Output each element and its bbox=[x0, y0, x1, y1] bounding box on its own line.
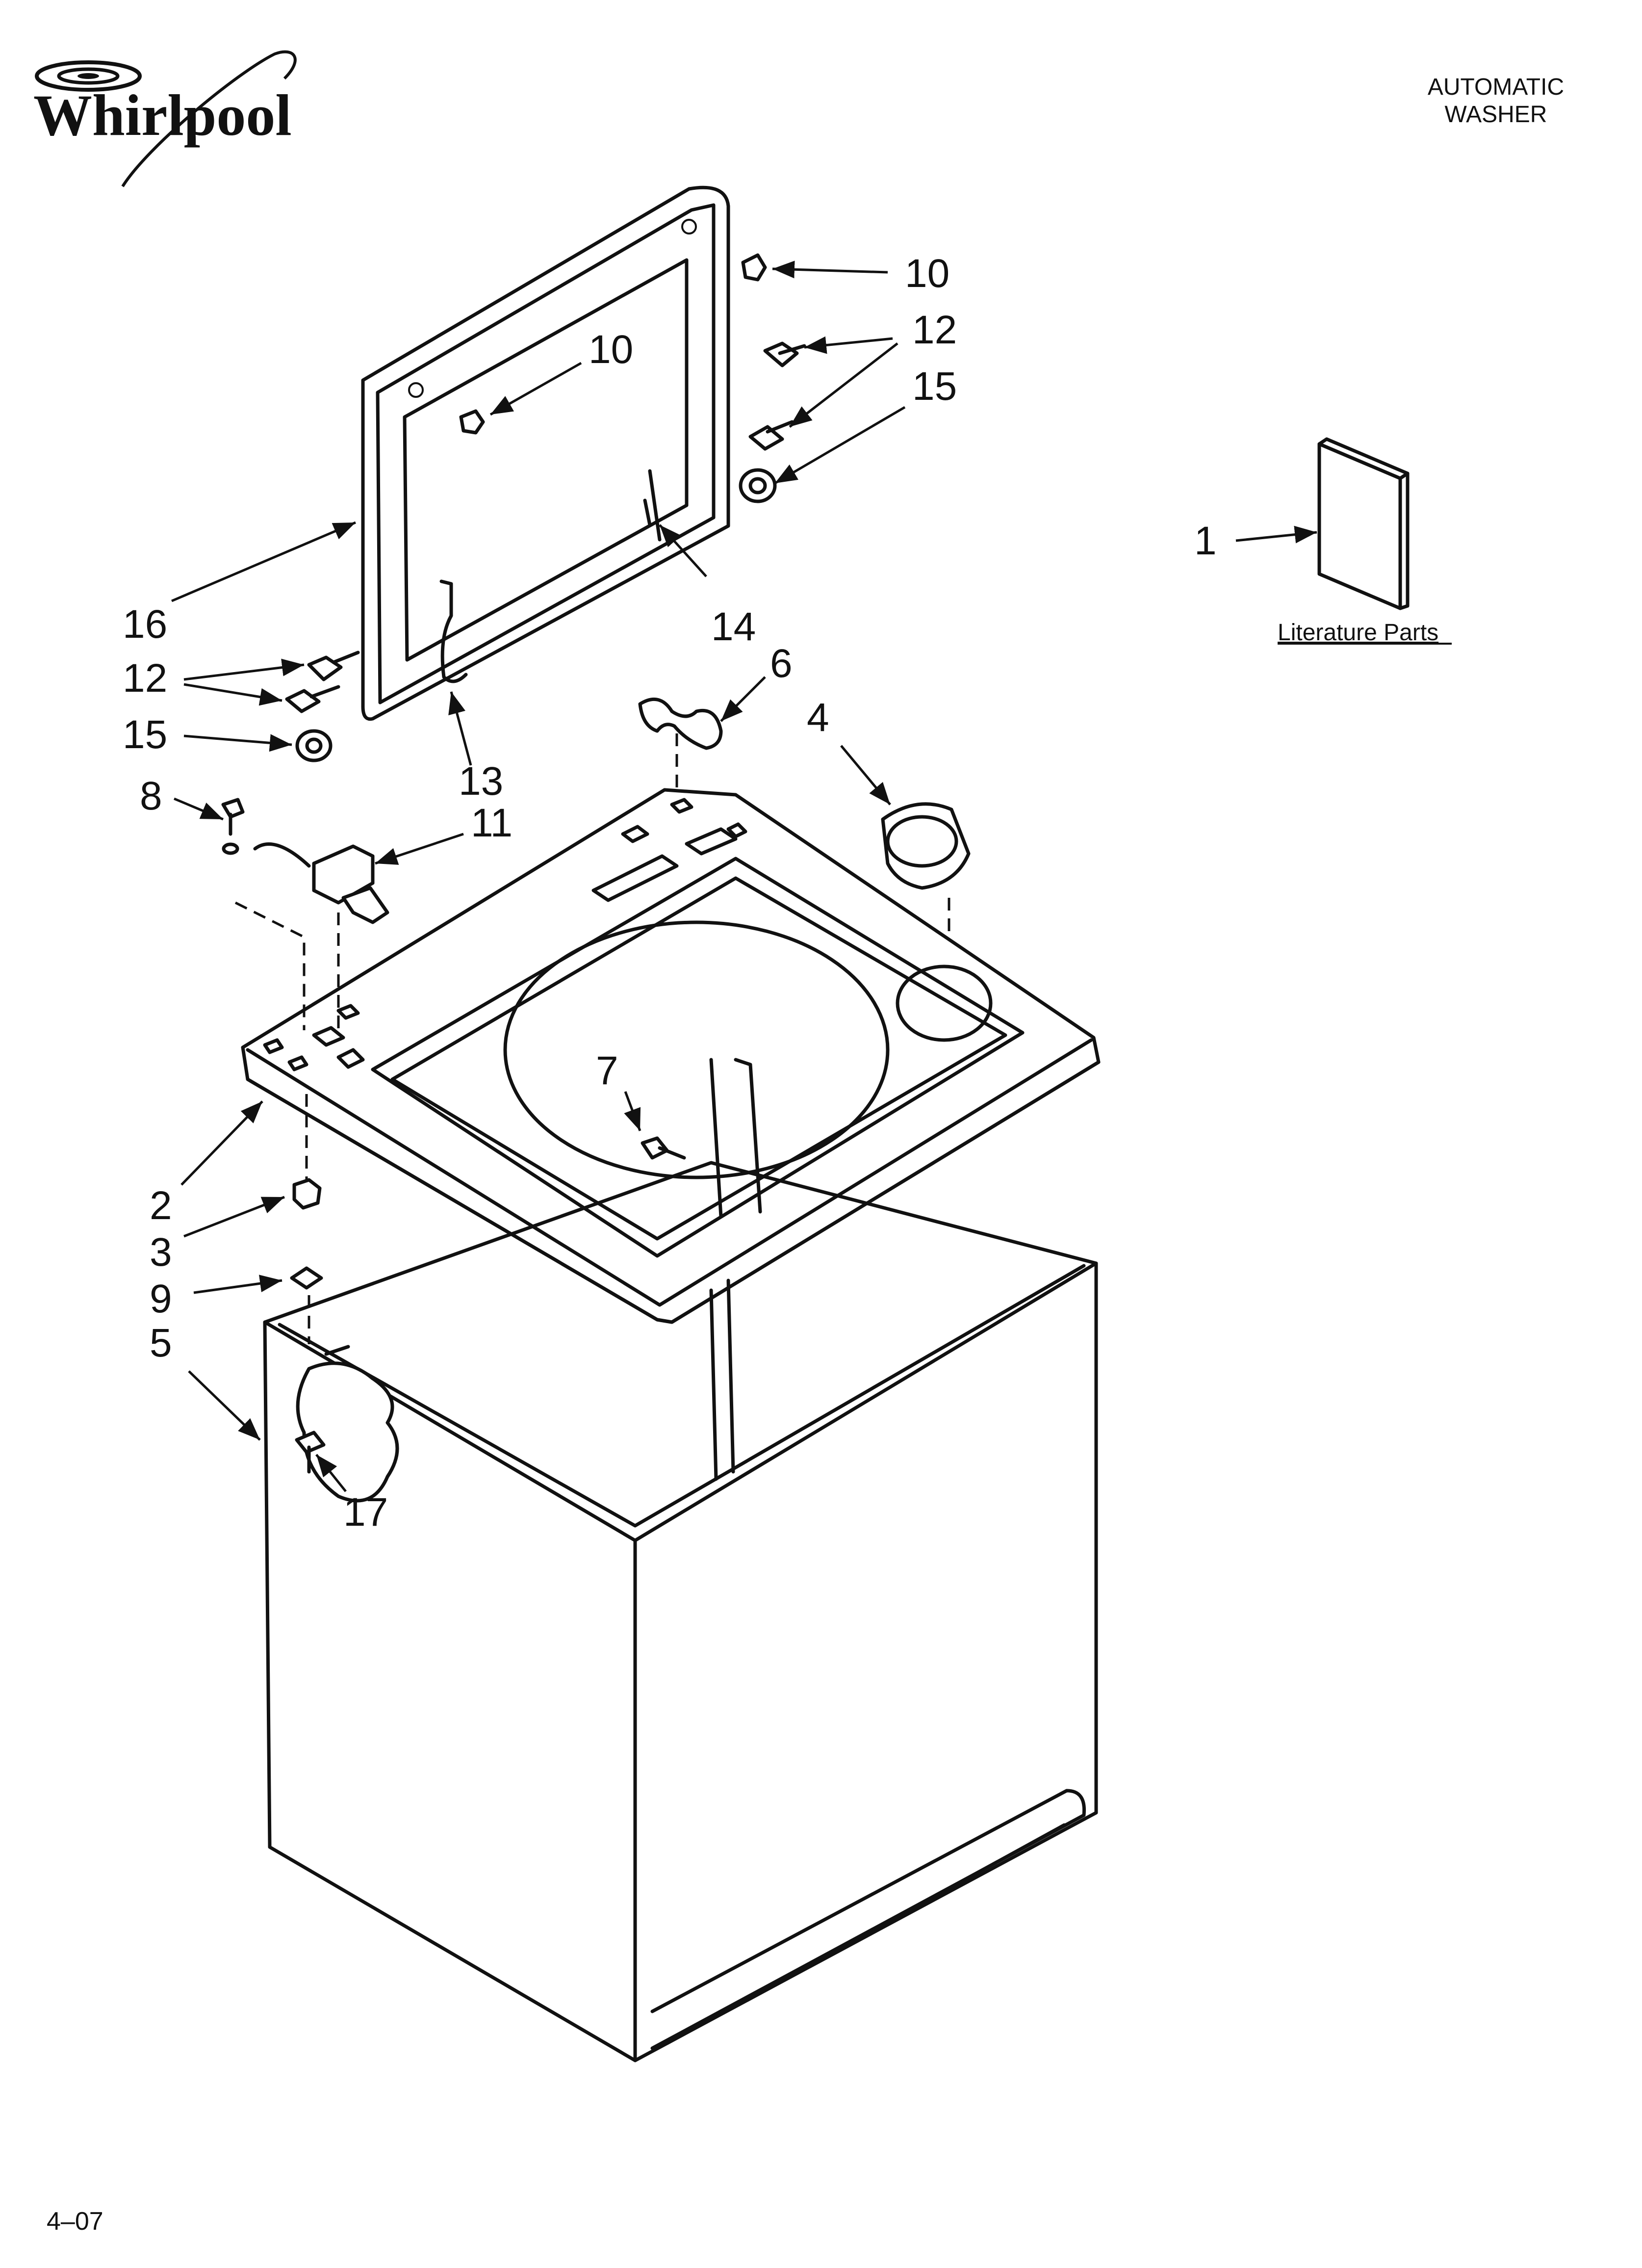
literature-booklet bbox=[1317, 437, 1410, 610]
screw-10-lower bbox=[459, 409, 485, 435]
callout-7: 7 bbox=[596, 1048, 618, 1093]
bumper-15-left bbox=[295, 729, 333, 762]
screw-12-left-lower bbox=[285, 685, 340, 713]
screw-12-lower-right bbox=[748, 420, 794, 451]
clip-9 bbox=[290, 1266, 323, 1344]
header-line-1: AUTOMATIC bbox=[1427, 74, 1565, 100]
callout-4: 4 bbox=[807, 695, 829, 740]
header-line-2: WASHER bbox=[1444, 102, 1547, 128]
leader-lines bbox=[171, 261, 1317, 1492]
screw-8 bbox=[221, 798, 245, 855]
nut-3 bbox=[292, 1094, 322, 1210]
callout-11: 11 bbox=[471, 801, 513, 845]
callout-6: 6 bbox=[770, 641, 793, 686]
whirlpool-logo: Whirlpool bbox=[33, 50, 297, 187]
callout-14: 14 bbox=[711, 604, 756, 649]
screw-12-left-upper bbox=[307, 651, 360, 681]
callout-13: 13 bbox=[459, 759, 503, 804]
header-title: AUTOMATIC WASHER bbox=[1412, 74, 1579, 129]
literature-parts-label: Literature Parts bbox=[1278, 620, 1438, 646]
screw-7 bbox=[641, 1136, 686, 1160]
callout-10-lid: 10 bbox=[589, 327, 633, 372]
callout-8: 8 bbox=[140, 774, 162, 818]
callout-12-right: 12 bbox=[912, 308, 957, 352]
cabinet-5 bbox=[263, 1161, 1098, 2062]
callout-10-top: 10 bbox=[905, 251, 949, 296]
lid bbox=[361, 185, 730, 721]
screw-12-upper-right bbox=[763, 341, 806, 367]
callout-12-left: 12 bbox=[123, 656, 167, 701]
screw-10-upper bbox=[741, 253, 767, 282]
callout-5: 5 bbox=[150, 1321, 172, 1365]
lid-switch-11 bbox=[234, 842, 389, 1035]
callout-2: 2 bbox=[150, 1183, 172, 1228]
callout-9: 9 bbox=[150, 1277, 172, 1321]
callout-15-left: 15 bbox=[123, 712, 167, 757]
callout-labels: 10 10 12 15 1 16 14 12 6 4 15 13 8 11 7 … bbox=[123, 251, 1217, 1535]
callout-17: 17 bbox=[343, 1490, 388, 1535]
bumper-15-right bbox=[739, 468, 777, 503]
callout-3: 3 bbox=[150, 1230, 172, 1275]
whirlpool-wordmark: Whirlpool bbox=[33, 82, 292, 148]
washer-top bbox=[241, 788, 1101, 1324]
callout-1: 1 bbox=[1194, 519, 1217, 563]
callout-15-right: 15 bbox=[912, 364, 957, 409]
page-code: 4–07 bbox=[47, 2207, 103, 2236]
hinge-clip-6 bbox=[638, 697, 723, 795]
callout-16: 16 bbox=[123, 602, 167, 647]
